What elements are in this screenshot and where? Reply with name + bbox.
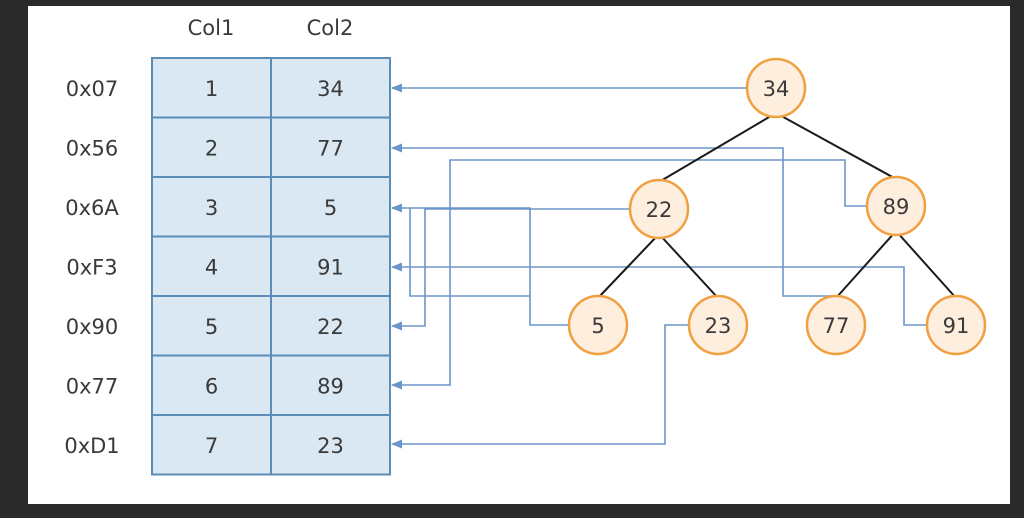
tree-edge: [658, 233, 719, 299]
table-cell-col1: [151, 116, 272, 178]
data-table: 0x07 1 34 0x56 2 77 0x6A 3 5 0xF3 4 91 0x90 5 22 0x77 6 8…: [64, 57, 391, 476]
cell-value-col2: 23: [317, 434, 344, 458]
table-cell-col2: [270, 354, 391, 416]
cell-value-col1: 3: [205, 196, 218, 220]
cell-value-col2: 91: [317, 255, 344, 279]
tree-node-circle: [925, 294, 987, 356]
cell-value-col1: 7: [205, 434, 218, 458]
row-address: 0x90: [66, 315, 119, 339]
tree-node-label: 23: [705, 314, 732, 338]
row-address: 0xF3: [66, 255, 117, 279]
pointer-link-connector: [409, 208, 530, 297]
pointer-link-23: [390, 324, 689, 449]
tree-edge: [658, 112, 777, 183]
cell-value-col2: 34: [317, 77, 344, 101]
tree-edge: [775, 112, 897, 180]
tree-node-circle: [687, 294, 749, 356]
cell-value-col1: 5: [205, 315, 218, 339]
pointer-link-91: [390, 262, 927, 326]
tree-edge: [597, 233, 660, 299]
cell-value-col2: 77: [317, 136, 344, 160]
table-cell-col2: [270, 57, 391, 119]
row-address: 0x56: [66, 136, 119, 160]
cell-value-col1: 1: [205, 77, 218, 101]
row-address: 0x77: [66, 374, 119, 398]
table-row: 0xD1 7 23: [64, 414, 391, 476]
table-row: 0x77 6 89: [66, 354, 391, 416]
tree-node-label: 89: [883, 195, 910, 219]
pointer-links: [390, 83, 927, 449]
tree-node-label: 77: [823, 314, 850, 338]
table-row: 0x90 5 22: [66, 295, 391, 357]
tree-node-circle: [628, 178, 690, 240]
table-cell-col1: [151, 57, 272, 119]
pointer-link-89: [390, 159, 867, 390]
tree-node-23: 23: [687, 294, 749, 356]
tree-node-circle: [865, 175, 927, 237]
tree-node-89: 89: [865, 175, 927, 237]
table-cell-col2: [270, 414, 391, 476]
pointer-link-77: [390, 143, 836, 297]
tree-nodes: 34 22 89 5 23 77 91: [567, 57, 987, 356]
cell-value-col2: 22: [317, 315, 344, 339]
table-cell-col1: [151, 295, 272, 357]
tree-node-label: 5: [591, 314, 604, 338]
column-header-col2: Col2: [307, 16, 354, 40]
cell-value-col1: 4: [205, 255, 218, 279]
tree-edge: [835, 230, 897, 299]
table-cell-col2: [270, 235, 391, 297]
tree-node-77: 77: [805, 294, 867, 356]
row-address: 0x07: [66, 77, 119, 101]
table-row: 0x07 1 34: [66, 57, 391, 119]
column-header-col1: Col1: [188, 16, 235, 40]
tree-node-5: 5: [567, 294, 629, 356]
tree-node-label: 22: [646, 198, 673, 222]
table-row: 0x6A 3 5: [65, 176, 391, 238]
tree-node-label: 91: [943, 314, 970, 338]
row-address: 0x6A: [65, 196, 119, 220]
tree-node-label: 34: [763, 77, 790, 101]
tree-node-circle: [805, 294, 867, 356]
tree-node-91: 91: [925, 294, 987, 356]
cell-value-col1: 2: [205, 136, 218, 160]
cell-value-col2: 5: [324, 196, 337, 220]
tree-edge: [895, 230, 957, 299]
table-row: 0xF3 4 91: [66, 235, 391, 297]
cell-value-col2: 89: [317, 374, 344, 398]
row-address: 0xD1: [64, 434, 119, 458]
cell-value-col1: 6: [205, 374, 218, 398]
tree-node-34: 34: [745, 57, 807, 119]
tree-node-circle: [567, 294, 629, 356]
table-row: 0x56 2 77: [66, 116, 391, 178]
tree-node-22: 22: [628, 178, 690, 240]
tree-edges: [597, 112, 957, 299]
table-cell-col2: [270, 295, 391, 357]
tree-node-circle: [745, 57, 807, 119]
table-cell-col1: [151, 414, 272, 476]
